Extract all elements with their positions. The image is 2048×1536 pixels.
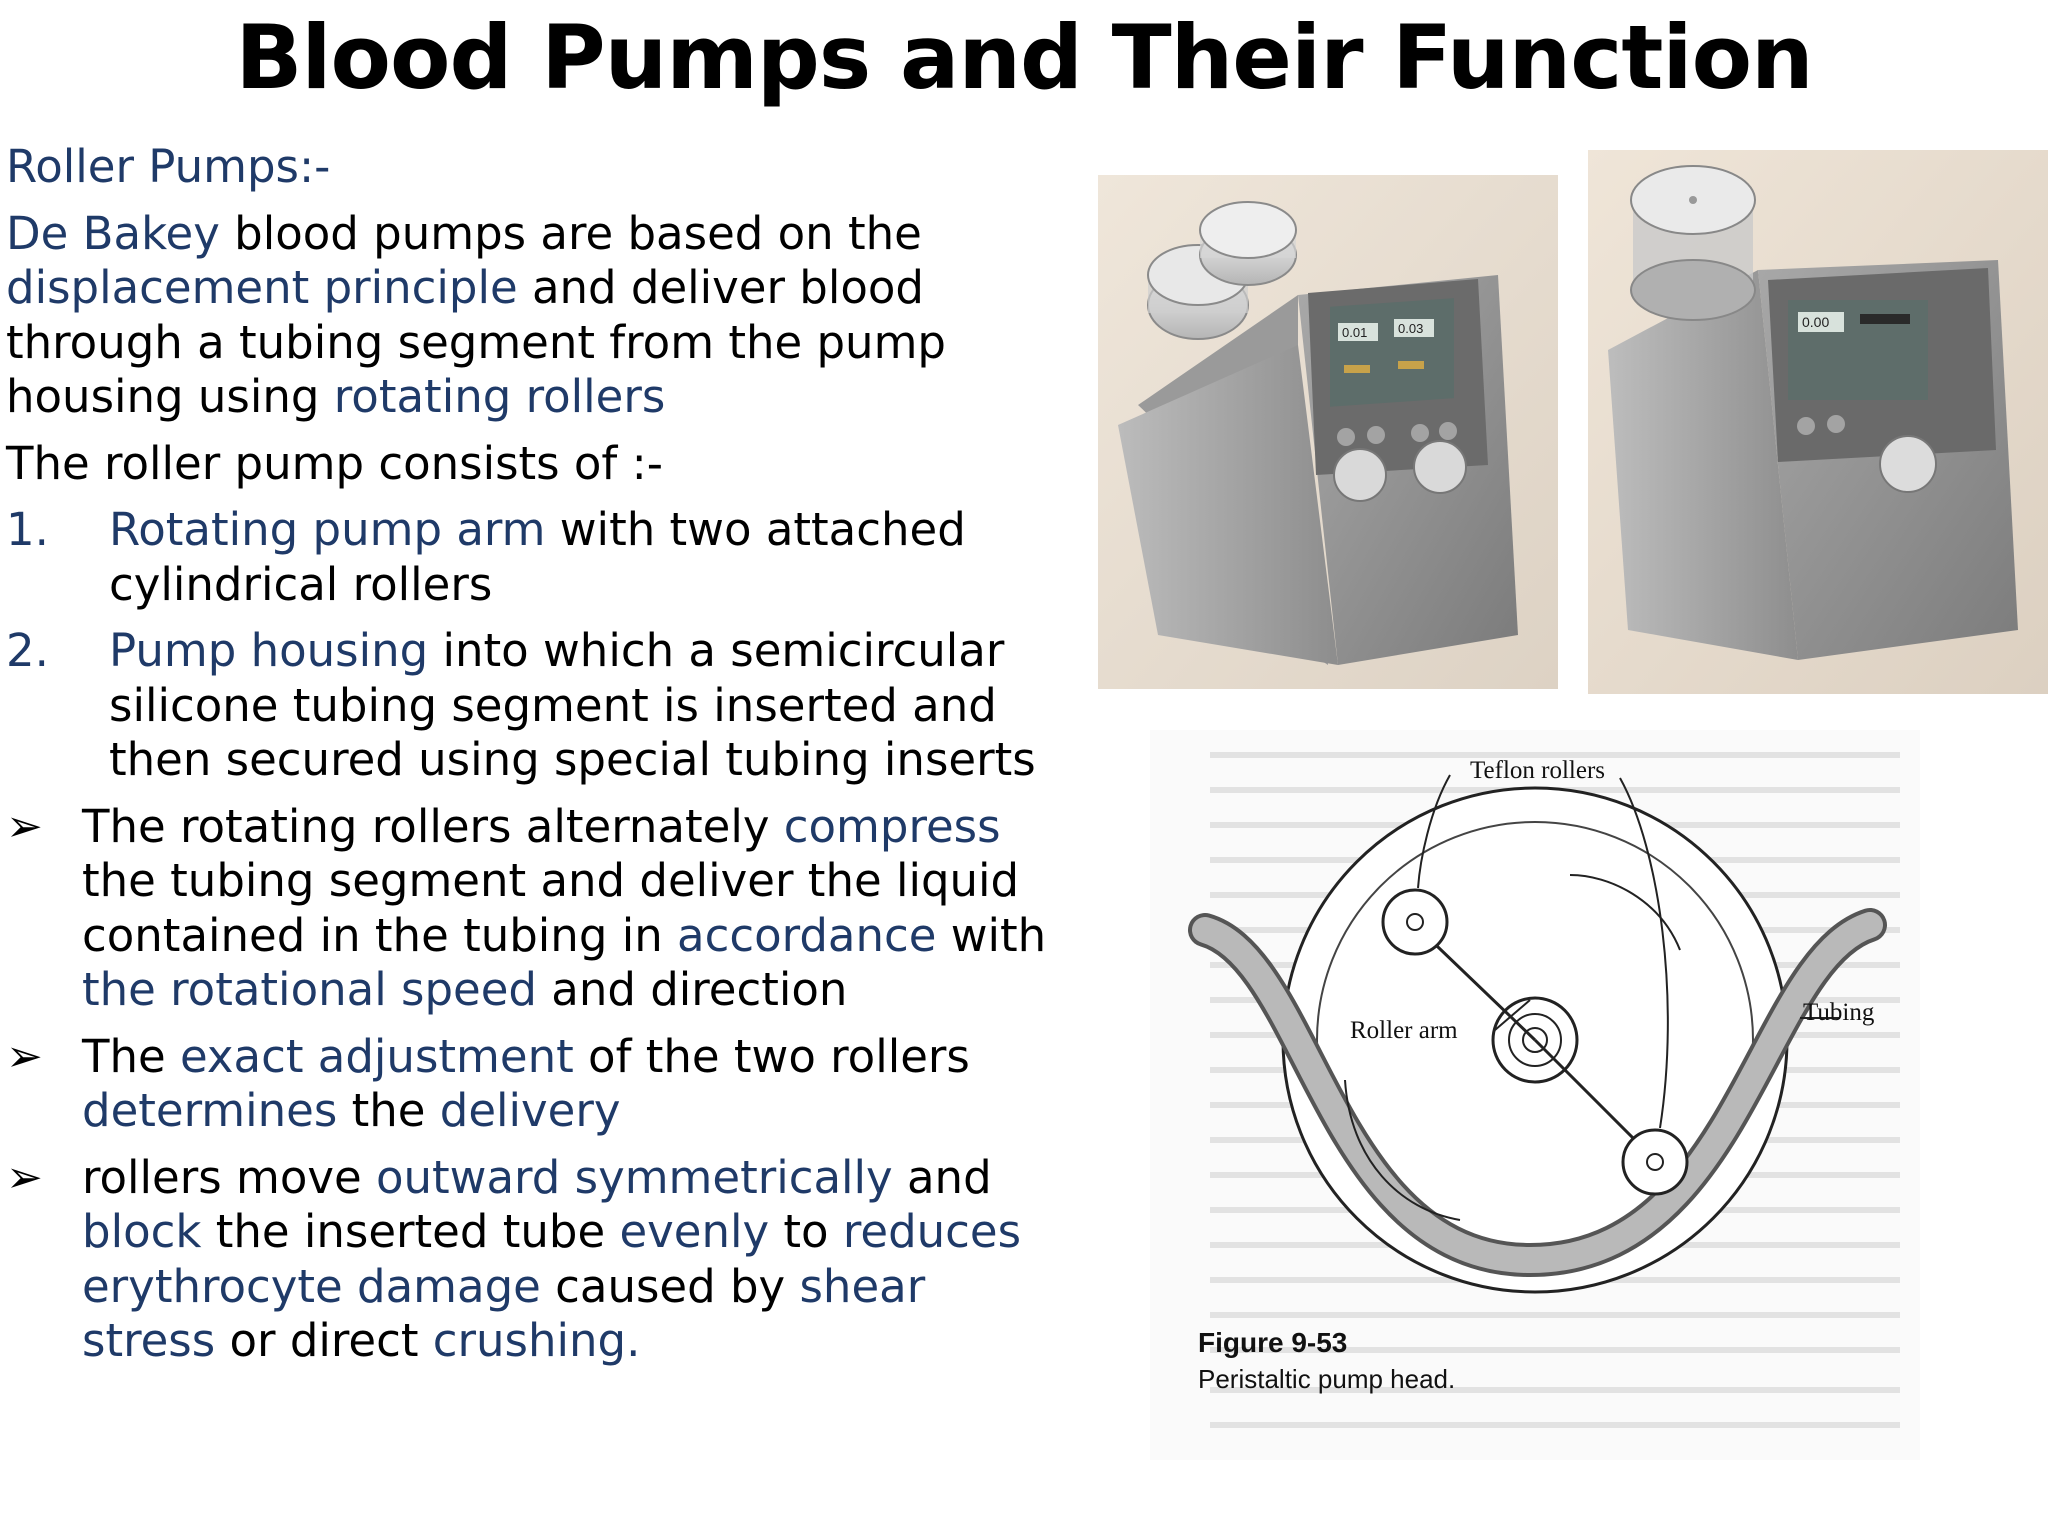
intro-highlight-2: displacement principle (6, 261, 518, 314)
bullet-run: caused by (540, 1259, 800, 1313)
bullet-highlight: the rotational speed (82, 963, 537, 1016)
bullet-item: ➢ rollers move outward symmetrically and… (6, 1151, 1066, 1369)
bullet-run: of the two rollers (573, 1029, 970, 1083)
bullet-run: with (936, 908, 1047, 962)
item-number: 1. (6, 503, 49, 556)
item-body: into which a semicircular silicone tubin… (109, 624, 1036, 786)
bullet-run: the (337, 1084, 440, 1137)
intro-highlight-3: rotating rollers (333, 370, 666, 423)
bullet-highlight: reduces erythrocyte damage (82, 1205, 1022, 1313)
bullet-run: The rotating rollers alternately (82, 799, 784, 853)
slide-body: Roller Pumps:- De Bakey blood pumps are … (6, 140, 1066, 1381)
item-number: 2. (6, 624, 49, 677)
label-roller-arm: Roller arm (1350, 1017, 1458, 1044)
bullet-highlight: block (82, 1205, 202, 1258)
peristaltic-pump-diagram: Teflon rollers Roller arm Tubing Figure … (1150, 730, 1920, 1460)
label-tubing: Tubing (1803, 999, 1875, 1026)
bullet-run: the inserted tube (201, 1205, 620, 1258)
item-highlight: Rotating pump arm (109, 503, 546, 556)
arrow-bullet-icon: ➢ (6, 1151, 43, 1203)
bullet-run: and (892, 1150, 992, 1204)
item-text: Rotating pump arm with two attached cyli… (109, 503, 1066, 612)
bullet-run: and direction (536, 963, 848, 1016)
bullet-highlight: evenly (619, 1205, 770, 1258)
bullet-highlight: compress (783, 799, 1001, 853)
bullet-run: the tubing segment and deliver the liqui… (82, 854, 1020, 962)
display-right-a: 0.00 (1802, 314, 1829, 330)
bullet-highlight: exact adjustment (180, 1029, 574, 1083)
numbered-item: 2. Pump housing into which a semicircula… (6, 624, 1066, 788)
arrow-bullet-icon: ➢ (6, 800, 43, 852)
bullet-highlight: outward symmetrically (375, 1150, 893, 1204)
figure-caption: Peristaltic pump head. (1198, 1364, 1455, 1394)
bullet-item: ➢ The rotating rollers alternately compr… (6, 800, 1066, 1018)
section-heading: Roller Pumps:- (6, 140, 331, 193)
figure-number: Figure 9-53 (1198, 1327, 1347, 1358)
dual-roller-pump-photo: 0.01 0.03 (1098, 175, 1558, 689)
bullet-highlight: accordance (677, 908, 937, 962)
label-teflon-rollers: Teflon rollers (1470, 757, 1605, 784)
bullet-item: ➢ The exact adjustment of the two roller… (6, 1030, 1066, 1139)
intro-paragraph: De Bakey blood pumps are based on the di… (6, 207, 1066, 425)
bullet-text: The rotating rollers alternately compres… (82, 800, 1066, 1018)
bullet-highlight: crushing. (432, 1314, 641, 1367)
bullet-run: rollers move (82, 1150, 376, 1204)
intro-text-2: and deliver blood through a tubing segme… (6, 261, 946, 423)
arrow-bullet-icon: ➢ (6, 1030, 43, 1082)
slide-title: Blood Pumps and Their Function (235, 6, 1813, 109)
display-left-a: 0.01 (1342, 325, 1367, 340)
bullet-text: rollers move outward symmetrically and b… (82, 1151, 1066, 1369)
bullet-text: The exact adjustment of the two rollers … (82, 1030, 1066, 1139)
item-body: with two attached cylindrical rollers (109, 503, 966, 611)
single-roller-pump-photo: 0.00 (1588, 150, 2048, 694)
consists-line: The roller pump consists of :- (6, 436, 663, 490)
intro-highlight-1: De Bakey (6, 206, 220, 260)
bullet-highlight: determines (82, 1084, 338, 1137)
item-text: Pump housing into which a semicircular s… (109, 624, 1066, 788)
bullet-run: to (769, 1205, 843, 1258)
numbered-item: 1. Rotating pump arm with two attached c… (6, 503, 1066, 612)
bullet-run: The (82, 1029, 180, 1083)
intro-text-1: blood pumps are based on the (219, 206, 922, 260)
bullet-run: or direct (215, 1314, 433, 1367)
bullet-highlight: shear stress (82, 1259, 926, 1368)
bullet-highlight: delivery (439, 1084, 621, 1137)
item-highlight: Pump housing (109, 624, 429, 677)
display-left-b: 0.03 (1398, 321, 1423, 336)
